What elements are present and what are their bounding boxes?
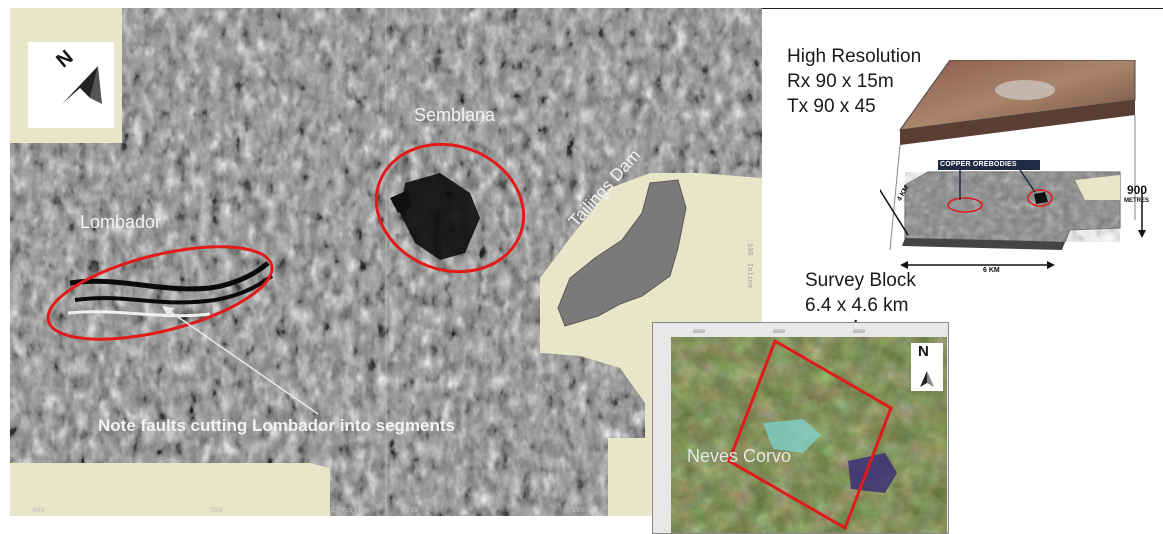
inset-satellite-map: 0000 0000 0000 N Neves Corvo [652, 322, 949, 534]
survey-outline [727, 338, 893, 531]
svg-text:150: 150 [745, 120, 753, 133]
survey-block-label: Survey Block 6.4 x 4.6 km [805, 270, 916, 316]
depth-value: 900 [1127, 183, 1148, 197]
svg-text:0000: 0000 [773, 329, 785, 335]
acquisition-specs: High Resolution Rx 90 x 15m Tx 90 x 45 [787, 44, 921, 119]
neves-corvo-label: Neves Corvo [687, 446, 792, 466]
semblana-label: Semblana [414, 105, 496, 125]
orebodies-label: COPPER OREBODIES [940, 161, 1017, 168]
spec-title: High Resolution [787, 46, 922, 67]
frame-line [762, 8, 1163, 9]
width-dimension: 6 KM [983, 267, 1000, 274]
seismic-image: 400 300 Crossline 200 100 150 100 Inline [10, 8, 762, 516]
svg-text:Inline: Inline [745, 263, 753, 288]
svg-text:Crossline: Crossline [332, 507, 370, 515]
svg-text:0000: 0000 [693, 329, 705, 335]
spec-rx: Rx 90 x 15m [787, 71, 894, 92]
svg-text:200: 200 [406, 507, 419, 515]
inset-north-arrow-icon [920, 371, 927, 387]
depth-unit: METRES [1124, 198, 1150, 204]
svg-text:300: 300 [210, 507, 223, 515]
svg-text:100: 100 [745, 243, 753, 256]
satellite-image: 0000 0000 0000 [653, 323, 948, 533]
svg-text:400: 400 [32, 507, 45, 515]
lombador-label: Lombador [80, 212, 162, 232]
spec-tx: Tx 90 x 45 [787, 96, 876, 117]
north-arrow-icon [28, 42, 114, 128]
survey-block-diagram [880, 60, 1146, 269]
svg-text:0000: 0000 [853, 329, 865, 335]
svg-text:100: 100 [572, 507, 585, 515]
note-arrow [167, 309, 319, 415]
note-label: Note faults cutting Lombador into segmen… [98, 416, 456, 435]
semblana-ellipse [374, 142, 526, 274]
inset-north-label: N [918, 343, 929, 360]
seismic-slice-panel: 400 300 Crossline 200 100 150 100 Inline… [10, 8, 762, 516]
lombador-ellipse [46, 245, 274, 341]
tailings-dam-shape [557, 179, 687, 327]
